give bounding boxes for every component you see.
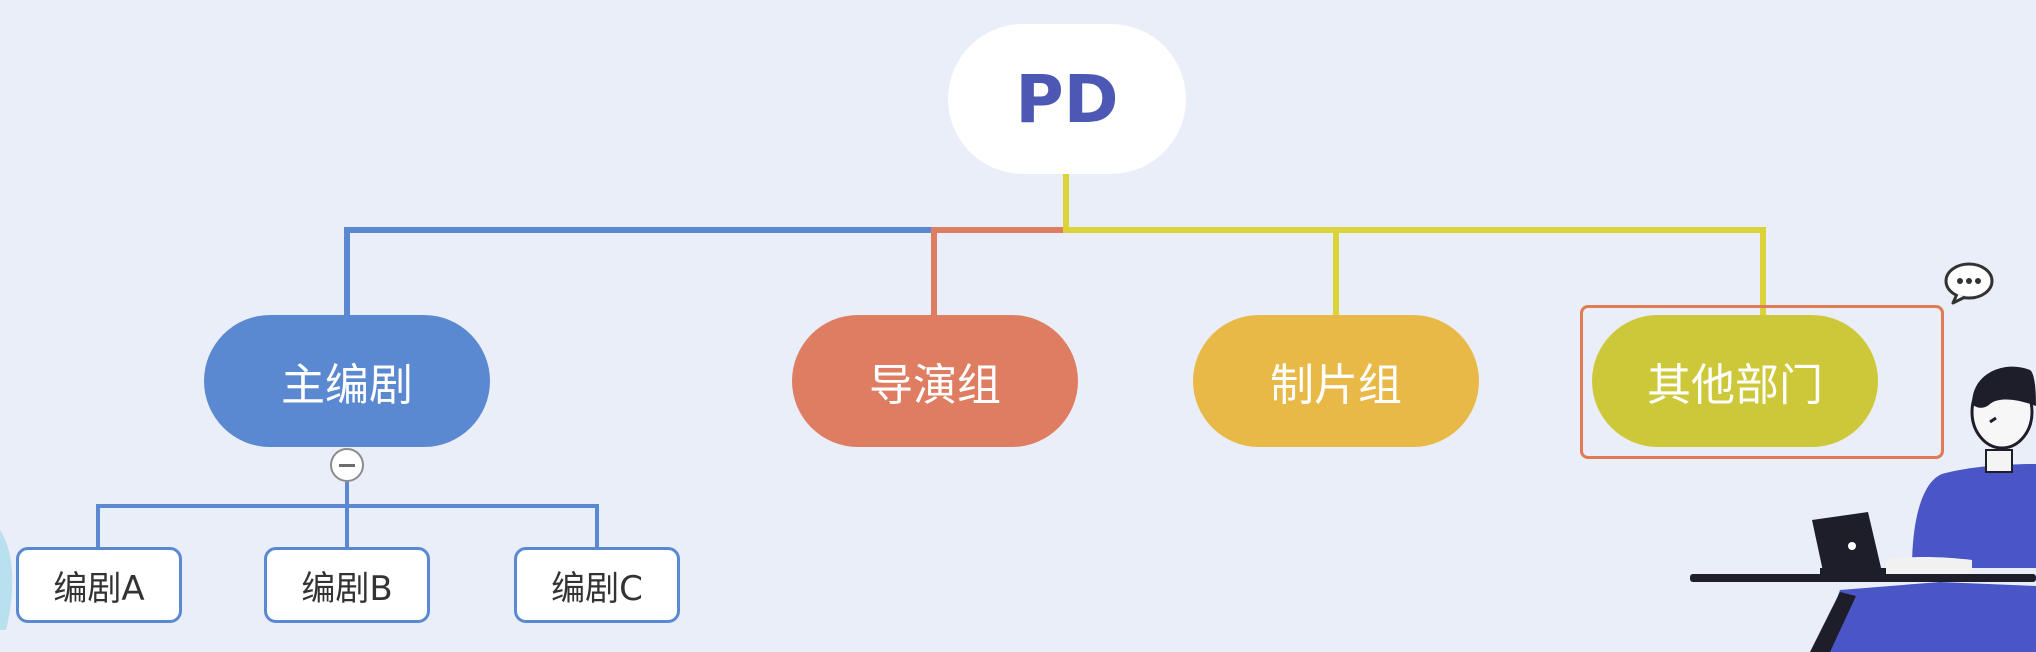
collapse-icon[interactable] [330,448,364,482]
node-writer-a-label: 编剧A [53,568,145,609]
root-node[interactable]: PD [948,24,1186,174]
node-director[interactable]: 导演组 [792,315,1078,447]
node-production-label: 制片组 [1270,360,1402,411]
node-main-writer-label: 主编剧 [281,360,413,411]
root-label: PD [1015,60,1119,138]
node-writer-b[interactable]: 编剧B [264,547,430,623]
connector-director [931,227,1066,315]
node-director-label: 导演组 [869,360,1001,411]
connector-other [1336,227,1766,315]
node-writer-c[interactable]: 编剧C [514,547,680,623]
node-other-departments-label: 其他部门 [1647,360,1823,411]
connector-main-writer [344,174,1069,315]
edge-decoration [0,530,13,630]
node-other-departments[interactable]: 其他部门 [1592,315,1878,447]
connector-writers [96,482,599,547]
node-writer-c-label: 编剧C [551,568,643,609]
selection-outline [1580,305,1944,459]
node-production[interactable]: 制片组 [1193,315,1479,447]
node-writer-a[interactable]: 编剧A [16,547,182,623]
comment-icon[interactable] [1943,261,1995,305]
node-writer-b-label: 编剧B [301,568,393,609]
person-with-laptop-illustration [1690,366,2036,652]
connector-production [1063,174,1339,315]
node-main-writer[interactable]: 主编剧 [204,315,490,447]
